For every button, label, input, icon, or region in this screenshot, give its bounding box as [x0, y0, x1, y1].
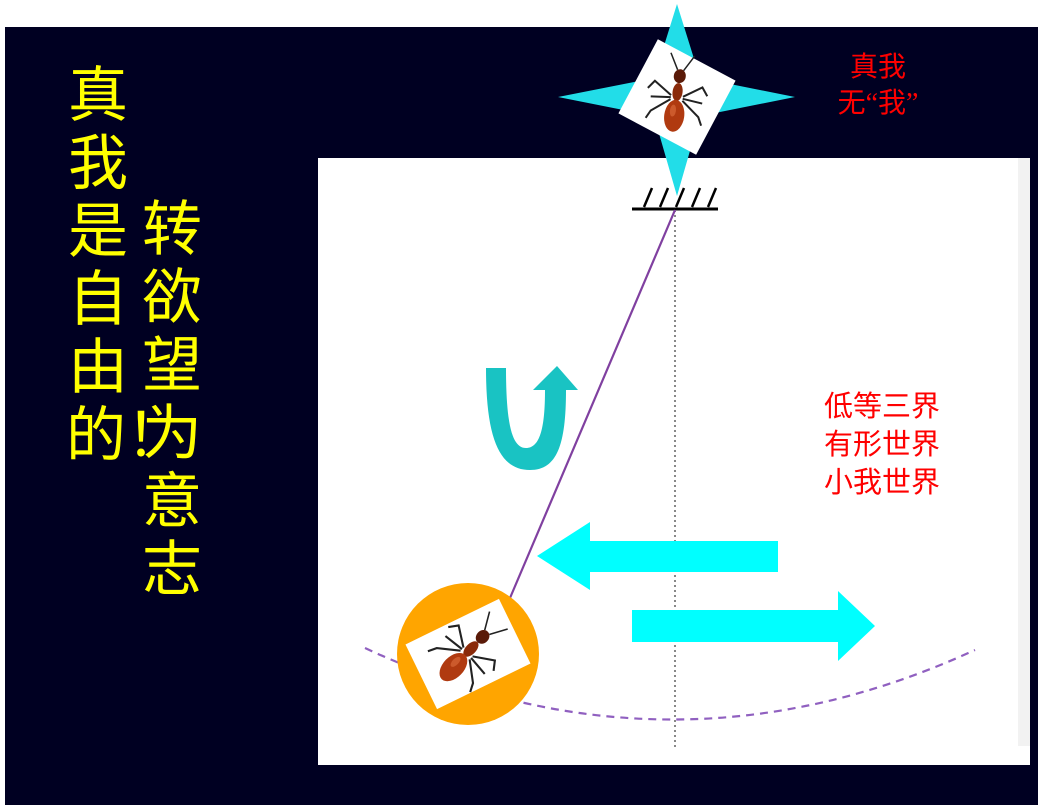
- top-label-line2: 无“我”: [837, 88, 919, 119]
- top-label: 真我 无“我”: [818, 50, 938, 122]
- pendulum-bob: [397, 583, 539, 725]
- world-label-line2: 有形世界: [823, 429, 940, 461]
- subtitle-vertical-text: 转欲望为意志: [142, 195, 202, 605]
- world-label: 低等三界 有形世界 小我世界: [802, 388, 962, 502]
- swing-arc: [364, 647, 976, 721]
- ceiling-support-icon: [632, 187, 718, 211]
- u-turn-arrow-icon: [486, 366, 578, 470]
- panel-shadow-edge: [1018, 158, 1030, 746]
- top-label-line1: 真我: [849, 52, 906, 83]
- pendulum-string: [508, 209, 677, 599]
- world-label-line3: 小我世界: [823, 467, 940, 499]
- world-label-line1: 低等三界: [823, 391, 940, 423]
- four-point-star-icon: [558, 4, 795, 196]
- left-arrow-icon: [537, 522, 778, 590]
- right-arrow-icon: [632, 591, 875, 661]
